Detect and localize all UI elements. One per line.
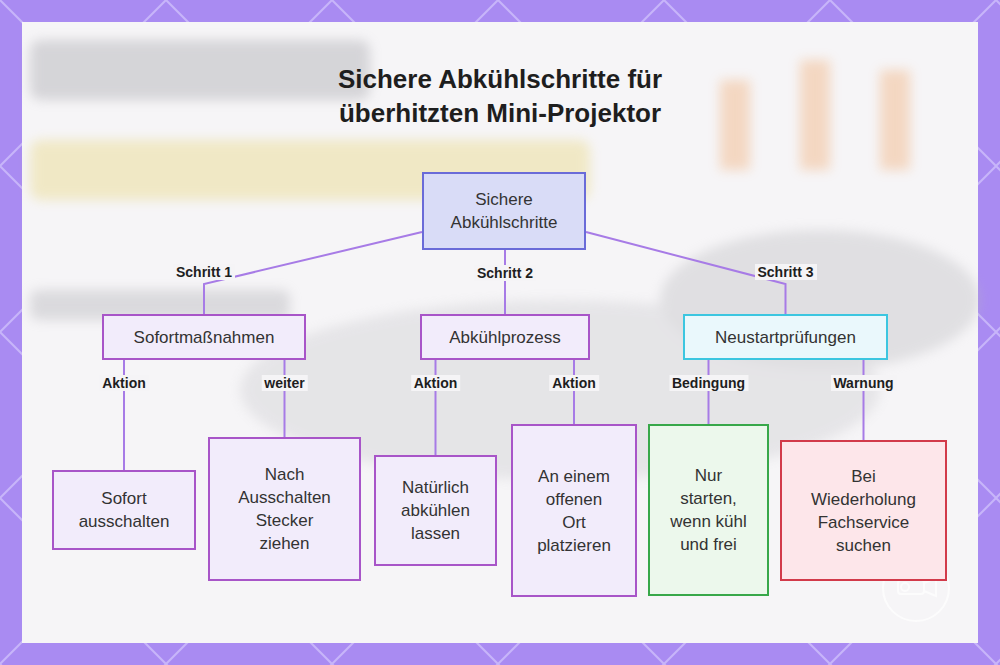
- edge-label: weiter: [261, 375, 307, 391]
- category-box: Sofortmaßnahmen: [102, 314, 306, 360]
- node-label: Nach Ausschalten Stecker ziehen: [232, 463, 337, 555]
- edge-label: Schritt 2: [474, 265, 536, 281]
- diagram-title: Sichere Abkühlschritte für überhitzten M…: [290, 62, 710, 130]
- edge-label: Aktion: [549, 375, 599, 391]
- node-label: Sofortmaßnahmen: [134, 326, 275, 349]
- logo-icon: [898, 580, 924, 594]
- node-label: Nur starten, wenn kühl und frei: [668, 464, 749, 556]
- blurred-shape: [880, 70, 910, 170]
- blurred-shape: [660, 230, 980, 370]
- blurred-shape: [720, 80, 750, 170]
- edge-label: Aktion: [411, 375, 461, 391]
- node-label: An einem offenen Ort platzieren: [533, 465, 615, 557]
- category-box: Abkühlprozess: [420, 314, 590, 360]
- edge-label: Schritt 3: [754, 264, 816, 280]
- node-label: Abkühlprozess: [449, 326, 561, 349]
- connector-line: [863, 360, 865, 440]
- edge-label: Warnung: [830, 375, 896, 391]
- blurred-shape: [30, 40, 370, 100]
- edge-label: Schritt 1: [173, 264, 235, 280]
- condition-box: Nur starten, wenn kühl und frei: [648, 424, 769, 596]
- node-label: Bei Wiederholung Fachservice suchen: [808, 465, 919, 557]
- root-box: Sichere Abkühlschritte: [422, 172, 586, 250]
- connector-line: [204, 232, 422, 314]
- connector-line: [504, 250, 506, 314]
- node-label: Sofort ausschalten: [62, 487, 186, 533]
- edge-label: Aktion: [99, 375, 149, 391]
- blurred-photo: [30, 40, 980, 480]
- action-box: Natürlich abkühlen lassen: [374, 455, 497, 566]
- action-box: An einem offenen Ort platzieren: [511, 424, 637, 597]
- node-label: Sichere Abkühlschritte: [432, 188, 576, 234]
- edge-label: Bedingung: [669, 375, 748, 391]
- panel: [22, 22, 978, 643]
- connector-line: [708, 360, 710, 424]
- warning-box: Bei Wiederholung Fachservice suchen: [780, 440, 947, 581]
- action-box: Sofort ausschalten: [52, 470, 196, 550]
- logo-icon: [901, 583, 909, 591]
- blurred-shape: [800, 60, 830, 170]
- connector-line: [284, 360, 286, 437]
- category-box: Neustartprüfungen: [683, 314, 888, 360]
- node-label: Natürlich abkühlen lassen: [386, 476, 485, 545]
- action-box: Nach Ausschalten Stecker ziehen: [208, 437, 361, 581]
- connector-line: [573, 360, 575, 424]
- node-label: Neustartprüfungen: [715, 326, 856, 349]
